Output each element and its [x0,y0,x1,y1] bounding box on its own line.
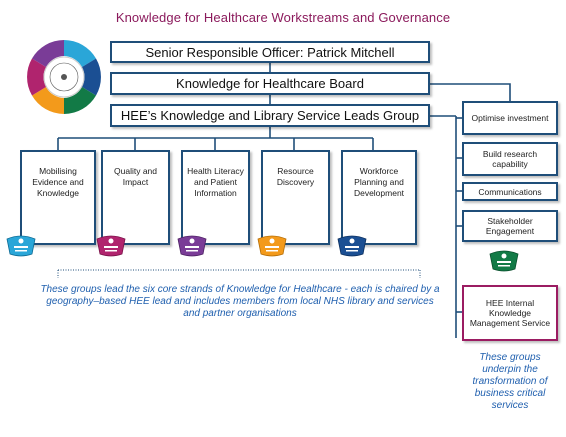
side-box-label: Stakeholder Engagement [485,216,535,236]
health-literacy-badge-icon [177,235,207,257]
side-box-label: Build research capability [482,149,538,169]
strand-label: Health Literacy and Patient Information [187,166,244,198]
side-box-stakeholder-engagement: Stakeholder Engagement [462,210,558,242]
strand-box-health-literacy: Health Literacy and Patient Information [181,150,250,245]
page-title: Knowledge for Healthcare Workstreams and… [115,10,451,25]
knowledge-management-badge-icon [489,250,519,272]
strand-box-quality-impact: Quality and Impact [101,150,170,245]
side-box-label: Communications [478,186,542,197]
resource-discovery-badge-icon [257,235,287,257]
side-box-communications: Communications [462,182,558,201]
strand-box-resource-discovery: Resource Discovery [261,150,330,245]
sro-box: Senior Responsible Officer: Patrick Mitc… [110,41,430,63]
knowledge-for-healthcare-logo-icon [27,40,101,114]
strand-label: Workforce Planning and Development [353,166,405,198]
side-box-research-capability: Build research capability [462,142,558,176]
quality-impact-badge-icon [96,235,126,257]
side-note: These groups underpin the transformation… [472,352,548,411]
strand-box-mobilising-evidence: Mobilising Evidence and Knowledge [20,150,96,245]
strand-box-workforce-planning: Workforce Planning and Development [341,150,417,245]
board-box: Knowledge for Healthcare Board [110,72,430,95]
strand-label: Mobilising Evidence and Knowledge [32,166,84,198]
strands-note: These groups lead the six core strands o… [40,284,440,319]
side-box-optimise-investment: Optimise investment [462,101,558,135]
leads-group-box: HEE’s Knowledge and Library Service Lead… [110,104,430,127]
side-box-internal-kms: HEE Internal Knowledge Management Servic… [462,285,558,341]
side-box-label: Optimise investment [471,113,549,123]
mobilising-evidence-badge-icon [6,235,36,257]
leads-group-label: HEE’s Knowledge and Library Service Lead… [120,108,420,123]
strand-label: Resource Discovery [276,166,315,187]
sro-label: Senior Responsible Officer: Patrick Mitc… [145,44,395,60]
side-box-label: HEE Internal Knowledge Management Servic… [469,298,551,328]
board-label: Knowledge for Healthcare Board [176,76,364,91]
workforce-planning-badge-icon [337,235,367,257]
strand-label: Quality and Impact [114,166,157,187]
